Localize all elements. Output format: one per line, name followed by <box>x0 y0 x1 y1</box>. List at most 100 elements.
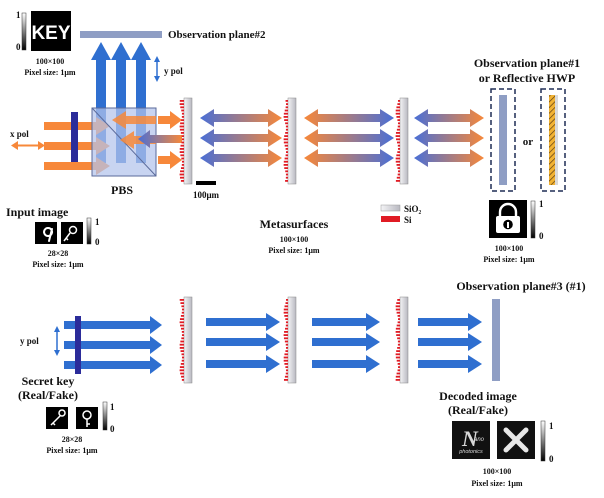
si-pillar <box>283 379 288 381</box>
secret-key-real-fake: (Real/Fake) <box>18 388 78 402</box>
si-pillar <box>181 160 184 163</box>
si-pillar <box>180 132 184 134</box>
si-pillar <box>179 103 184 105</box>
metasurface-6 <box>399 296 409 384</box>
scale-bar-label: 100μm <box>193 190 220 200</box>
si-pillar <box>397 340 400 343</box>
si-pillar <box>179 369 184 372</box>
si-pillar <box>396 334 400 336</box>
si-pillar <box>283 164 288 166</box>
si-pillar <box>180 170 184 173</box>
si-pillar <box>285 148 288 150</box>
reflective-hwp-box <box>540 88 566 192</box>
forward-arrows-ms4-ms5 <box>206 313 280 373</box>
polarizer-top <box>71 112 78 162</box>
si-pillar <box>285 103 288 105</box>
bidirectional-arrows-ms2-ms3 <box>304 109 394 167</box>
polarizer-bottom <box>75 316 81 374</box>
si-pillar <box>397 366 400 368</box>
decoded-logo-ano: ano <box>474 437 485 443</box>
si-pillar <box>181 311 184 314</box>
si-pillar <box>179 347 184 349</box>
input-pixel-size: Pixel size: 1μm <box>32 260 84 269</box>
si-pillar <box>181 375 184 378</box>
y-pol-indicator-top <box>154 56 160 82</box>
si-pillar <box>285 343 288 346</box>
y-pol-indicator-bottom <box>54 326 60 356</box>
si-pillar <box>179 173 184 176</box>
si-pillar <box>396 176 400 179</box>
scale-bar <box>196 181 216 185</box>
si-pillar <box>284 135 288 137</box>
si-pillar <box>395 112 400 115</box>
si-pillar <box>285 106 288 109</box>
si-pillar <box>180 372 184 375</box>
si-pillar <box>395 160 400 163</box>
si-pillar <box>179 318 184 320</box>
pbs-internal-arrows <box>112 111 156 149</box>
si-pillar <box>397 167 400 169</box>
si-pillar <box>181 138 184 141</box>
si-pillar <box>179 366 184 368</box>
si-pillar <box>395 109 400 112</box>
si-pillar <box>179 321 184 324</box>
si-pillar <box>179 299 184 301</box>
si-pillar <box>181 141 184 144</box>
si-pillar <box>181 308 184 311</box>
si-pillar <box>285 350 288 352</box>
lock-colorbar: 1 0 <box>530 199 544 241</box>
input-image-key <box>61 222 83 244</box>
si-pillar <box>397 343 400 346</box>
si-pillar <box>395 331 400 333</box>
lock-pixel-size: Pixel size: 1μm <box>483 255 535 264</box>
si-pillar <box>397 318 400 320</box>
decoded-logo-photonics: photonics <box>458 449 483 455</box>
si-pillar <box>397 369 400 372</box>
reflective-hwp <box>549 95 558 185</box>
si-pillar <box>395 305 400 308</box>
decoded-pixel-size: Pixel size: 1μm <box>471 479 523 488</box>
observation-plane-3-label: Observation plane#3 (#1) <box>456 279 585 293</box>
si-pillar <box>179 343 184 346</box>
metasurface-3 <box>399 97 409 185</box>
si-pillar <box>283 337 288 340</box>
si-pillar <box>179 100 184 102</box>
key-image: KEY <box>31 11 71 51</box>
si-pillar <box>395 379 400 381</box>
decoded-colorbar: 1 0 <box>540 420 554 464</box>
si-pillar <box>396 302 400 304</box>
si-pillar <box>395 353 400 356</box>
observation-plane-3 <box>492 299 500 381</box>
si-pillar <box>285 327 288 330</box>
metasurfaces-pixel-size: Pixel size: 1μm <box>268 246 320 255</box>
si-pillar <box>284 167 288 169</box>
key-dims: 100×100 <box>36 57 65 66</box>
si-pillar <box>284 109 288 112</box>
si-pillar <box>283 112 288 115</box>
input-image-label: Input image <box>6 205 69 219</box>
si-pillar <box>396 128 400 131</box>
y-pol-label-bottom: y pol <box>20 336 39 346</box>
secret-key-colorbar-max: 1 <box>110 402 115 412</box>
si-pillar <box>285 347 288 349</box>
si-pillar <box>181 157 184 160</box>
si-pillar <box>397 122 400 125</box>
si-pillar <box>180 167 184 169</box>
si-pillar <box>181 334 184 336</box>
si-pillar <box>397 100 400 102</box>
si-pillar <box>395 327 400 330</box>
si-pillar <box>285 321 288 324</box>
si-pillar <box>397 119 400 121</box>
decoded-logo-n: N <box>461 426 479 451</box>
si-pillar <box>285 366 288 368</box>
observation-plane-2-label: Observation plane#2 <box>168 29 266 41</box>
si-pillar <box>181 119 184 121</box>
si-pillar <box>181 109 184 112</box>
si-pillar <box>180 302 184 304</box>
decoded-image-fake <box>497 421 535 459</box>
or-label: or <box>523 136 534 148</box>
si-pillar <box>285 302 288 304</box>
bidirectional-arrows-ms3-plane1 <box>414 109 484 167</box>
observation-plane-1-box <box>490 88 516 192</box>
